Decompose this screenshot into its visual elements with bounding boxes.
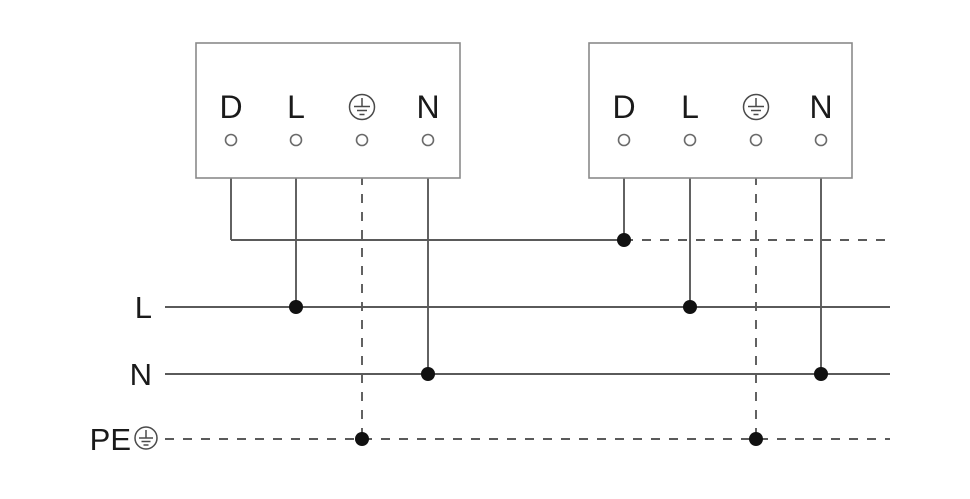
device-left-terminal-point-pe[interactable]: [355, 133, 369, 147]
bus-labels: L N PE: [90, 290, 158, 457]
device-left-terminal-point-d[interactable]: [224, 133, 238, 147]
device-right-drops: [623, 140, 822, 439]
device-right-terminal-label-n: N: [809, 89, 832, 125]
junction-dots: [289, 233, 828, 446]
bus-label-l: L: [135, 290, 152, 325]
device-left[interactable]: D L N: [195, 42, 461, 179]
device-right[interactable]: D L N: [588, 42, 853, 179]
device-right-terminal-point-l[interactable]: [683, 133, 697, 147]
device-right-terminal-point-n[interactable]: [814, 133, 828, 147]
junction-dot-pe-left: [355, 432, 369, 446]
device-left-terminal-label-l: L: [287, 89, 305, 125]
device-left-terminal-label-d: D: [219, 89, 242, 125]
device-right-terminal-point-pe[interactable]: [749, 133, 763, 147]
junction-dot-n-right: [814, 367, 828, 381]
junction-dot-l-left: [289, 300, 303, 314]
device-left-outline[interactable]: [195, 42, 461, 179]
device-right-terminal-label-l: L: [681, 89, 699, 125]
device-right-terminal-label-d: D: [612, 89, 635, 125]
device-left-terminal-point-l[interactable]: [289, 133, 303, 147]
device-left-terminal-point-n[interactable]: [421, 133, 435, 147]
device-right-outline[interactable]: [588, 42, 853, 179]
device-left-terminal-label-n: N: [416, 89, 439, 125]
device-left-drops: [230, 140, 429, 439]
bus-label-pe: PE: [90, 422, 131, 457]
device-left-earth-ground-icon: [348, 93, 376, 121]
device-right-earth-ground-icon: [742, 93, 770, 121]
device-right-terminal-point-d[interactable]: [617, 133, 631, 147]
bus-label-n: N: [130, 357, 152, 392]
junction-dot-d-right: [617, 233, 631, 247]
junction-dot-l-right: [683, 300, 697, 314]
junction-dot-n-left: [421, 367, 435, 381]
bus-lines: [165, 239, 890, 440]
junction-dot-pe-right: [749, 432, 763, 446]
bus-pe-earth-ground-icon: [134, 426, 158, 450]
